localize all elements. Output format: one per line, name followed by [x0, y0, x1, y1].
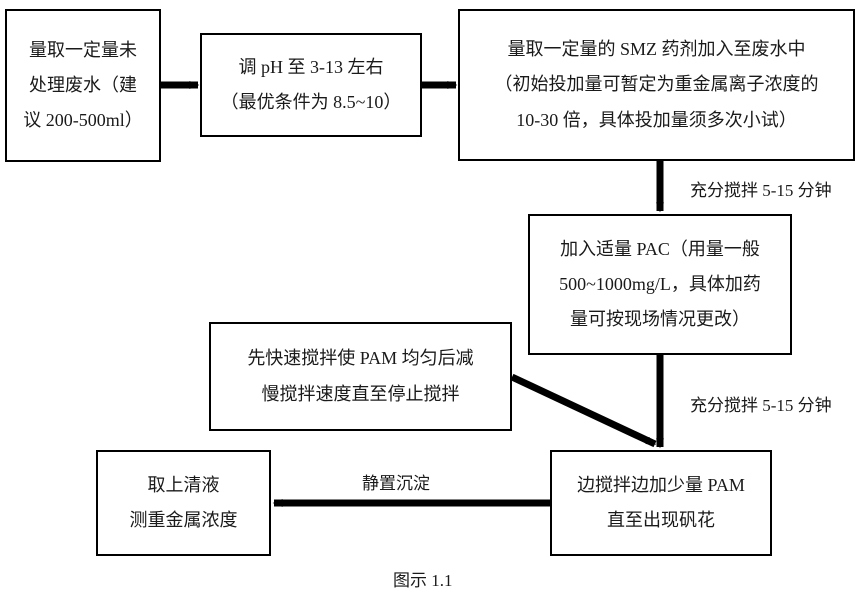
node-line: （最优条件为 8.5~10）	[220, 92, 402, 112]
node-line: 边搅拌边加少量 PAM	[577, 474, 745, 495]
node-line: 测重金属浓度	[129, 510, 238, 530]
node-line: 量取一定量的 SMZ 药剂加入至废水中	[507, 39, 806, 60]
node-measure-untreated-wastewater[interactable]: 量取一定量未 处理废水（建 议 200-500ml）	[5, 9, 161, 162]
node-line: 调 pH 至 3-13 左右	[238, 56, 384, 77]
node-line: 10-30 倍，具体投加量须多次小试）	[516, 109, 797, 130]
node-pam-stirring-instruction[interactable]: 先快速搅拌使 PAM 均匀后减 慢搅拌速度直至停止搅拌	[209, 322, 512, 431]
node-line: 量可按现场情况更改）	[570, 309, 750, 330]
node-line: 直至出现矾花	[607, 510, 715, 530]
node-add-pam-until-floc[interactable]: 边搅拌边加少量 PAM 直至出现矾花	[550, 450, 772, 556]
node-adjust-ph[interactable]: 调 pH 至 3-13 左右 （最优条件为 8.5~10）	[200, 33, 422, 137]
node-add-smz-reagent[interactable]: 量取一定量的 SMZ 药剂加入至废水中 （初始投加量可暂定为重金属离子浓度的 1…	[458, 9, 855, 161]
node-line: 议 200-500ml）	[23, 110, 143, 131]
node-line: 取上清液	[147, 474, 220, 495]
edge-label-stir-after-smz: 充分搅拌 5-15 分钟	[690, 181, 832, 200]
node-line: 处理废水（建	[29, 74, 137, 95]
node-measure-supernatant[interactable]: 取上清液 测重金属浓度	[96, 450, 271, 556]
node-line: 量取一定量未	[29, 39, 137, 60]
edge-label-stir-after-pac: 充分搅拌 5-15 分钟	[690, 396, 832, 415]
node-line: （初始投加量可暂定为重金属离子浓度的	[494, 74, 819, 95]
node-add-pac[interactable]: 加入适量 PAC（用量一般 500~1000mg/L，具体加药 量可按现场情况更…	[528, 214, 792, 355]
node-line: 先快速搅拌使 PAM 均匀后减	[247, 348, 474, 369]
arrow-paminfo-to-pam	[510, 373, 657, 448]
node-line: 加入适量 PAC（用量一般	[560, 238, 760, 259]
edge-label-settle: 静置沉淀	[362, 474, 430, 493]
node-line: 500~1000mg/L，具体加药	[559, 273, 761, 294]
figure-caption: 图示 1.1	[393, 571, 453, 590]
node-line: 慢搅拌速度直至停止搅拌	[261, 383, 460, 404]
